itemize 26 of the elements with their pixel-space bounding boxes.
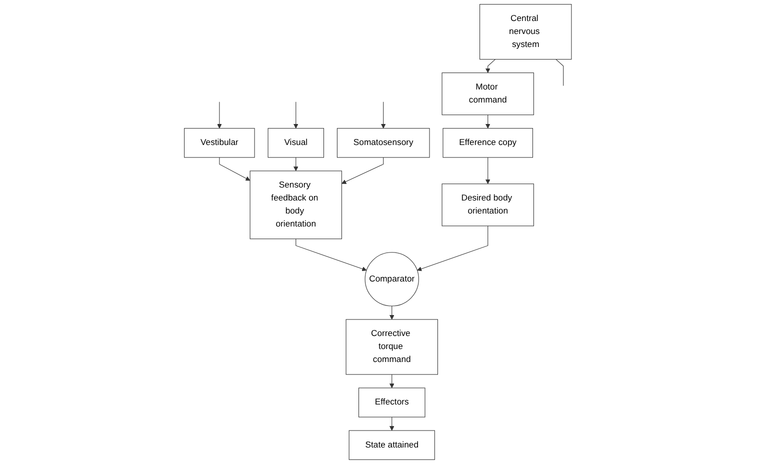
- arrow: [381, 102, 386, 129]
- process-box: Vestibular: [184, 128, 255, 158]
- arrow: [217, 102, 222, 129]
- arrow: [417, 226, 488, 272]
- arrow: [294, 157, 298, 172]
- process-box: Motor command: [442, 72, 534, 116]
- process-box: Effectors: [358, 388, 426, 418]
- arrow: [296, 238, 367, 272]
- arrow: [486, 114, 490, 129]
- arrow: [390, 416, 394, 431]
- comparator-circle: Comparator: [364, 252, 420, 306]
- process-box: Visual: [268, 128, 324, 158]
- process-box: Desired body orientation: [442, 184, 534, 226]
- arrow: [342, 157, 384, 184]
- arrow: [390, 374, 394, 388]
- process-box: Efference copy: [442, 128, 534, 158]
- arrow: [219, 157, 250, 181]
- arrow: [390, 306, 394, 320]
- arrow: [486, 157, 490, 184]
- process-box: Somatosensory: [337, 128, 430, 158]
- process-box: Corrective torque command: [346, 319, 438, 375]
- arrow: [294, 102, 298, 129]
- process-box: Sensory feedback on body orientation: [250, 170, 342, 240]
- process-box: State attained: [348, 430, 436, 460]
- arrow: [486, 59, 496, 74]
- process-box: Central nervous system: [480, 4, 572, 60]
